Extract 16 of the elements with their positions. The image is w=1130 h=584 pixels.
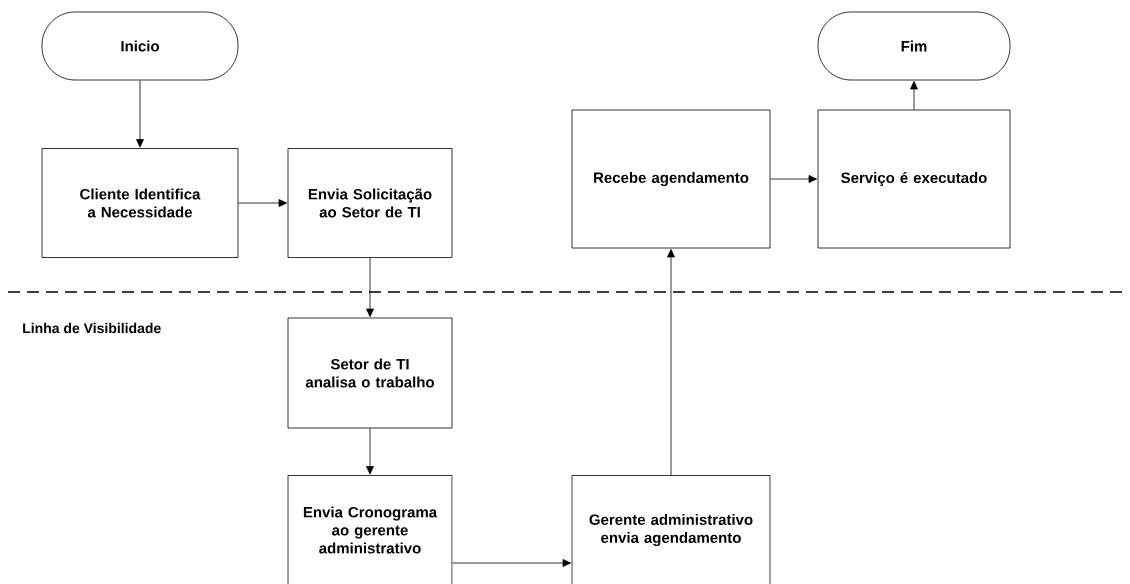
arrow	[770, 175, 817, 183]
arrow	[366, 257, 374, 317]
process-box: Recebe agendamento	[571, 109, 771, 249]
arrow	[452, 559, 571, 567]
arrow	[667, 249, 675, 476]
arrow	[366, 428, 374, 475]
arrow	[136, 80, 144, 148]
process-box: Setor de TI analisa o trabalho	[287, 317, 453, 429]
process-box: Envia Cronograma ao gerente administrativo	[287, 475, 453, 584]
process-box: Serviço é executado	[817, 109, 1011, 249]
arrow	[910, 81, 918, 110]
process-box: Envia Solicitação ao Setor de TI	[287, 148, 453, 258]
process-box: Cliente Identifica a Necessidade	[41, 148, 239, 258]
arrow	[238, 199, 287, 207]
process-box: Gerente administrativo envia agendamento	[571, 475, 771, 584]
section-label: Linha de Visibilidade	[23, 322, 161, 334]
